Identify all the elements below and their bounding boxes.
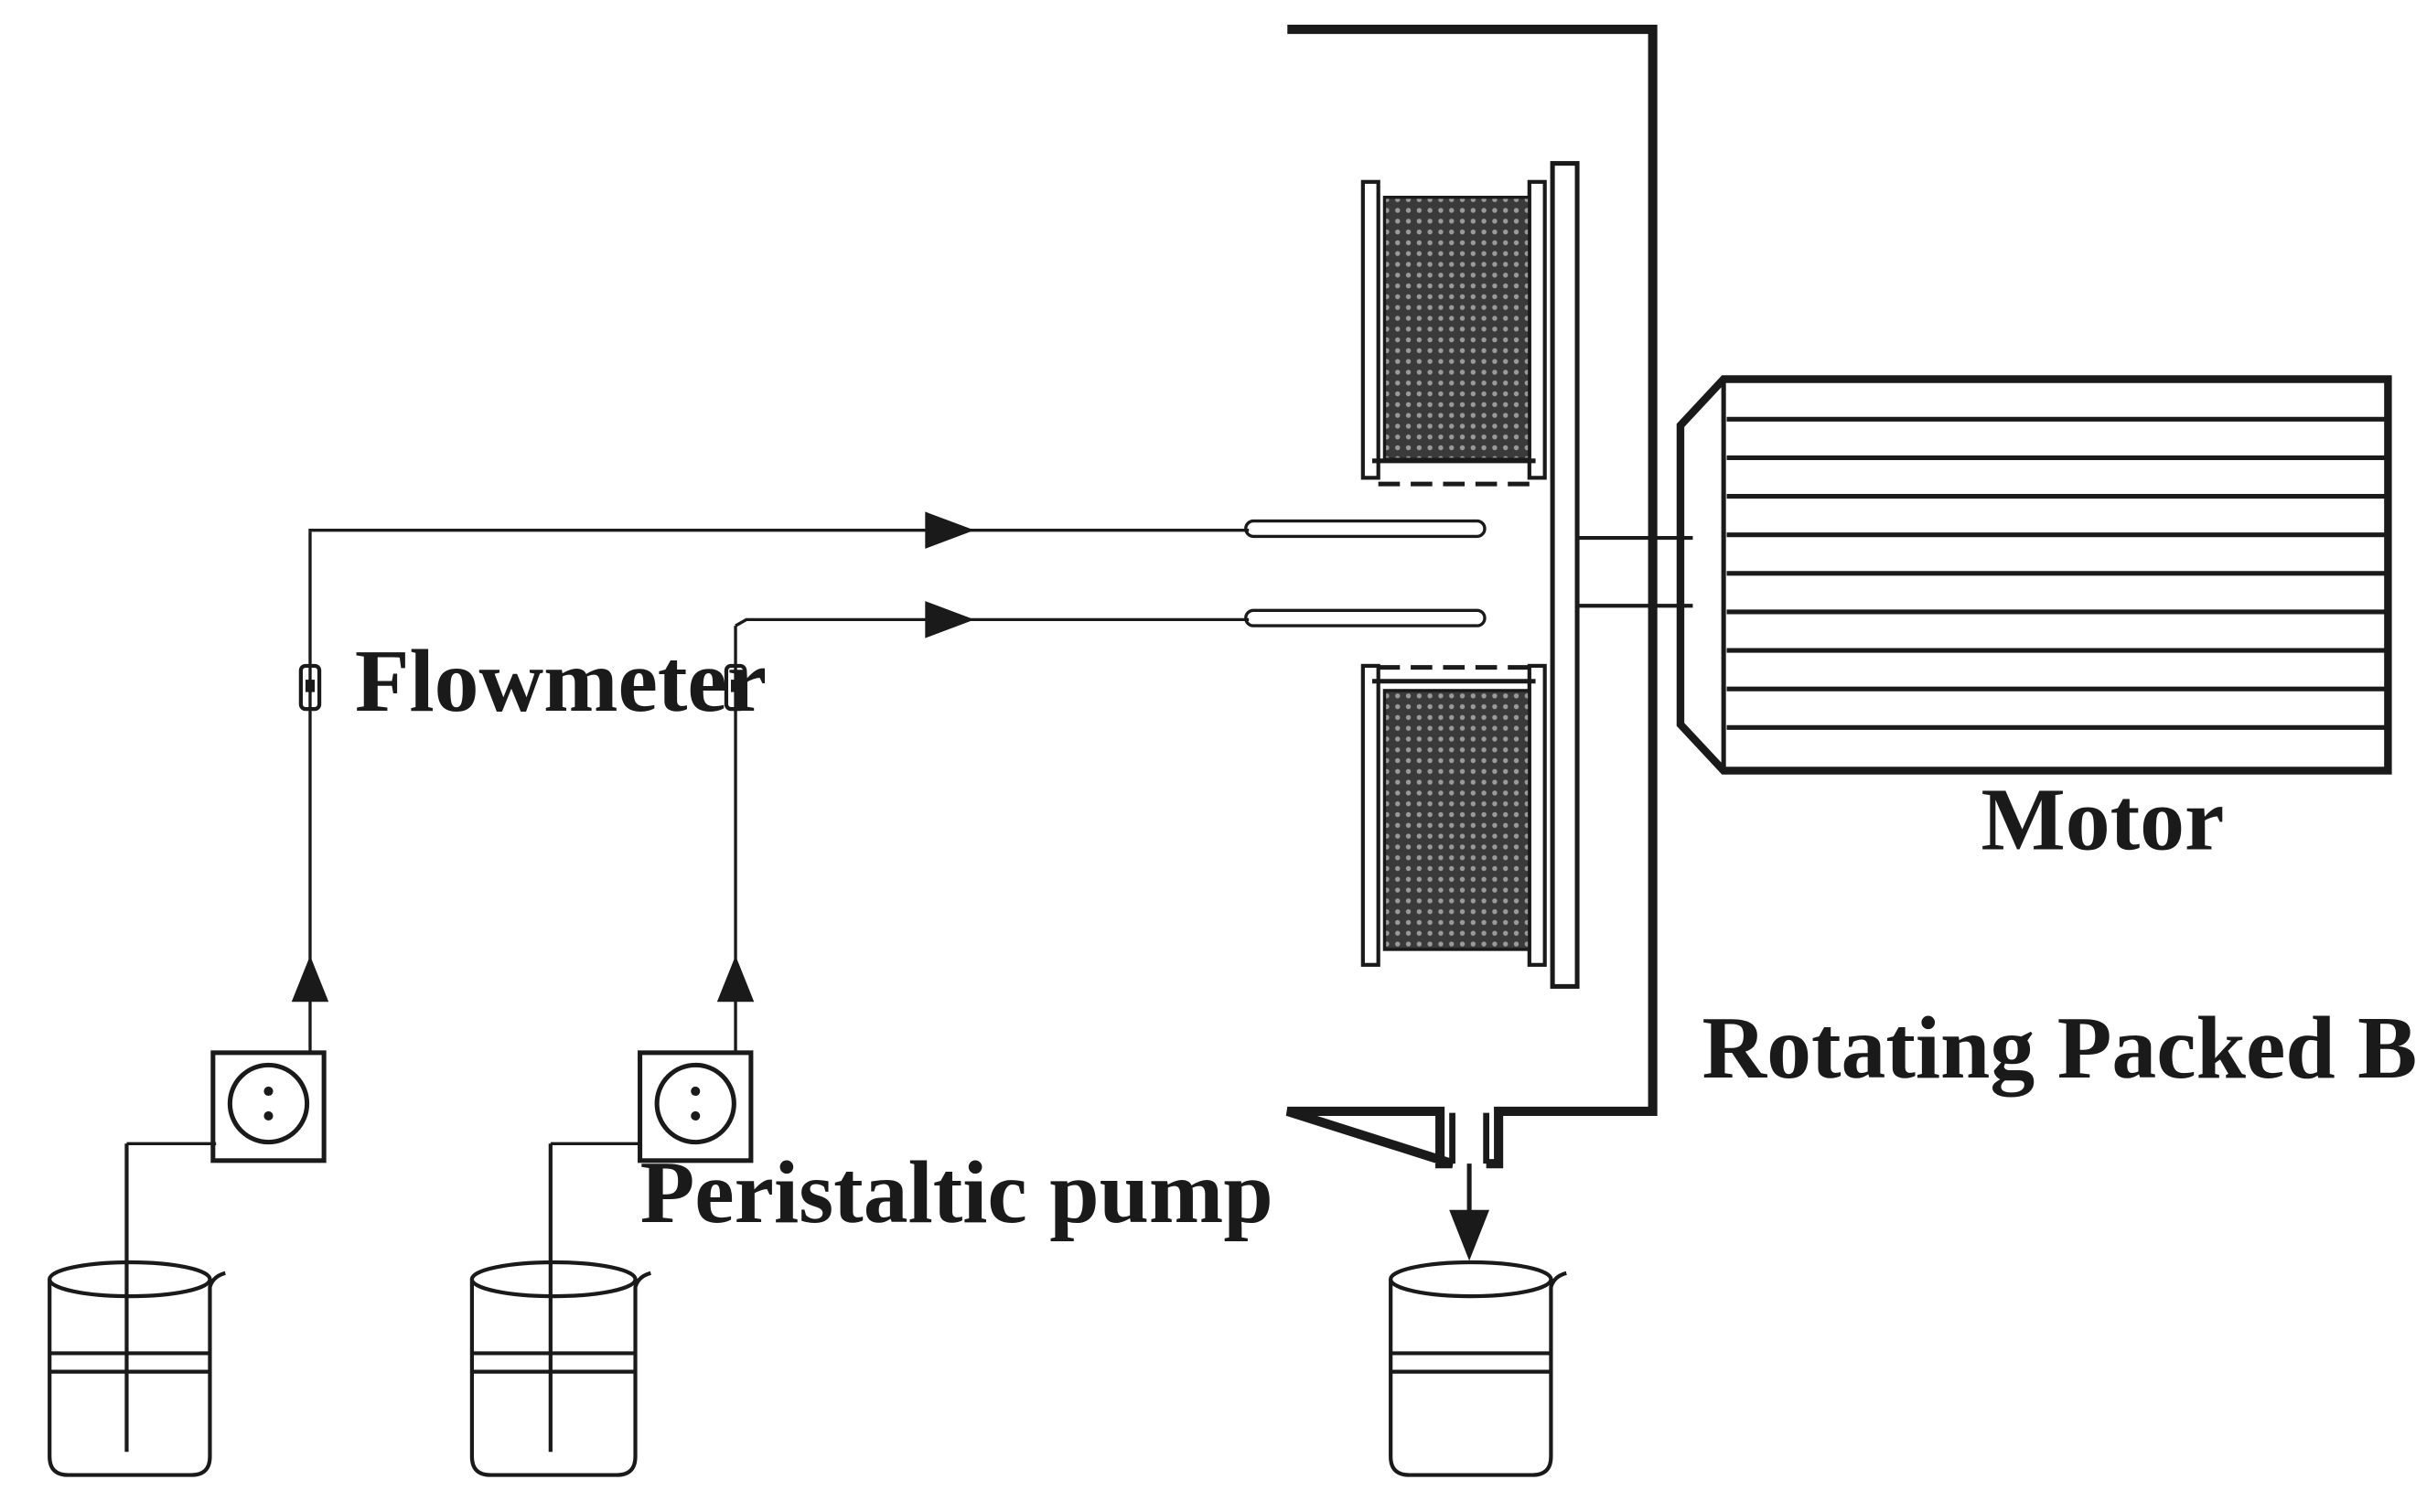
feed-line-1 (48, 511, 1250, 1477)
flow-arrow-icon (925, 601, 975, 638)
motor-icon (1676, 375, 2392, 775)
peristaltic-pump-icon (210, 1050, 327, 1163)
flow-arrow-icon (925, 511, 975, 549)
flowmeter-icon (298, 663, 322, 712)
upper-packing (1360, 179, 1547, 487)
flowmeter-label: Flowmeter (355, 632, 767, 731)
flowmeter-icon (724, 663, 747, 712)
feed-line-2 (469, 601, 1250, 1477)
flow-arrow-icon (716, 955, 755, 1003)
rotating-packed-bed (1244, 24, 1693, 1261)
lower-packing (1360, 663, 1547, 967)
rotating-packed-bed-label: Rotating Packed Bed (1702, 999, 2416, 1098)
beaker-icon (469, 1143, 651, 1477)
beaker-icon (48, 1143, 226, 1477)
flow-arrow-icon (1449, 1209, 1490, 1261)
flow-arrow-icon (291, 955, 329, 1003)
peristaltic-pump-icon (638, 1050, 754, 1163)
peristaltic-pump-label: Peristaltic pump (640, 1143, 1273, 1242)
beaker-icon (1389, 1260, 1567, 1477)
motor-label: Motor (1981, 770, 2225, 869)
